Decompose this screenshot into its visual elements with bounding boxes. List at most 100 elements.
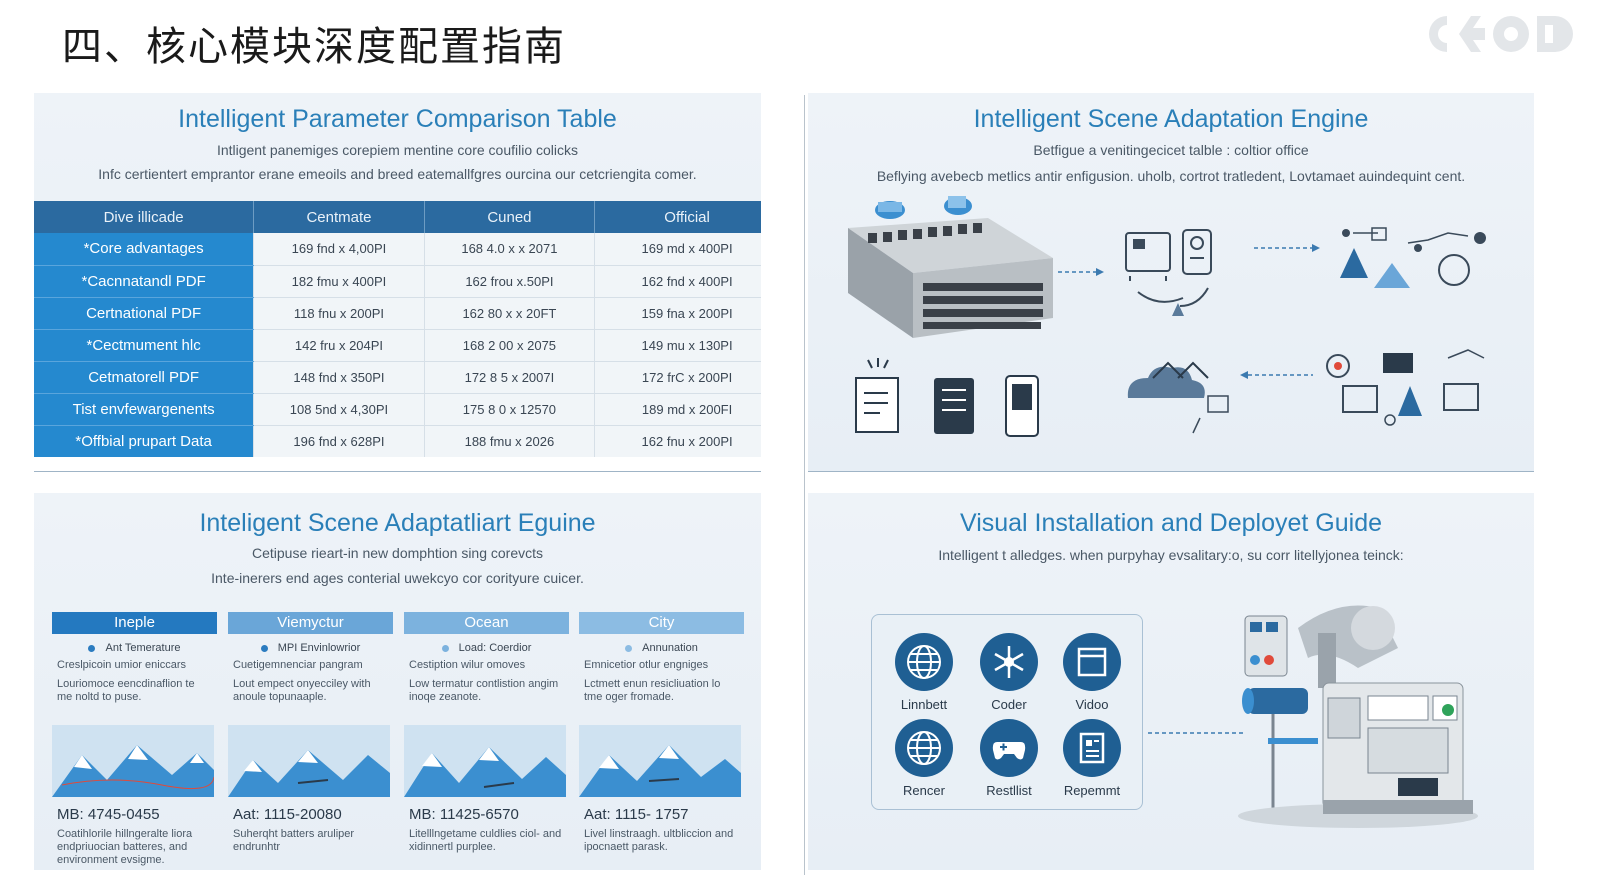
scene-metric: MPI Envinlowrior [228, 642, 393, 654]
scene-metric: Load: Coerdior [404, 642, 569, 654]
row-label: Certnational PDF [34, 297, 255, 330]
scene-header: Ocean [404, 612, 569, 634]
scene-column: Ineple Ant Temerature Creslpicoin umior … [52, 612, 217, 870]
module-item[interactable]: Repemmt [1052, 719, 1132, 798]
scene-line: Cuetigemnenciar pangram [233, 659, 363, 671]
panel-description: Beflying avebecb metlics antir enfigusio… [876, 168, 1466, 184]
module-item[interactable]: Coder [969, 633, 1049, 712]
monitoring-cluster-icon [1326, 349, 1485, 426]
table-cell: 168 4.0 x x 2071 [424, 233, 596, 266]
panel-description: Inte-inerers end ages conterial uwekcyo … [211, 570, 584, 586]
column-header: Centmate [253, 201, 425, 233]
panel-subtitle: Cetipuse rieart-in new domphtion sing co… [251, 545, 544, 561]
table-cell: 118 fnu x 200PI [253, 297, 425, 330]
cloud-house-icon [1127, 361, 1229, 434]
table-cell: 169 fnd x 4,00PI [253, 233, 425, 266]
scene-stat: Aat: 1115-20080 [233, 806, 342, 823]
scene-stat: MB: 4745-0455 [57, 806, 160, 823]
panel-subtitle: Intelligent t alledges. when purpyhay ev… [938, 547, 1404, 563]
table-cell: 168 2 00 x 2075 [424, 329, 596, 362]
scene-engine-panel: Intelligent Scene Adaptation Engine Betf… [808, 93, 1534, 471]
scene-metric-label: Annunation [642, 642, 698, 654]
column-header: Dive illicade [34, 201, 255, 233]
scene-stat: Aat: 1115- 1757 [584, 806, 689, 823]
divider-line [808, 471, 1534, 472]
snowflake-icon [980, 633, 1038, 691]
module-item[interactable]: Linnbett [884, 633, 964, 712]
table-cell: 159 fna x 200PI [594, 297, 761, 330]
module-label: Coder [991, 697, 1027, 712]
table-cell: 148 fnd x 350PI [253, 361, 425, 394]
parameter-table: Dive illicade Centmate Cuned Official *C… [34, 201, 761, 457]
panel-title: Inteligent Scene Adaptatliart Eguine [199, 509, 596, 537]
table-cell: 162 frou x.50PI [424, 265, 596, 298]
panel-title: Intelligent Scene Adaptation Engine [973, 105, 1369, 133]
row-label: *Offbial prupart Data [34, 425, 255, 457]
column-header: Official [594, 201, 761, 233]
table-cell: 162 fnu x 200PI [594, 425, 761, 457]
bullet-dot-icon [625, 644, 633, 652]
panel-subtitle: Betfigue a venitingecicet talble : colti… [1033, 142, 1309, 158]
industrial-machine-illustration [1148, 605, 1478, 828]
module-icon-grid: Linnbett Coder Vidoo Rencer Restllist [871, 614, 1143, 810]
scene-column: Ocean Load: Coerdior Cestiption wilur om… [404, 612, 569, 870]
module-item[interactable]: Rencer [884, 719, 964, 798]
module-label: Rencer [903, 783, 945, 798]
vertical-divider [804, 95, 805, 875]
network-cluster-icon [1340, 227, 1486, 288]
engine-diagram [848, 196, 1486, 437]
mountain-landscape-icon [228, 725, 390, 797]
table-cell: 149 mu x 130PI [594, 329, 761, 362]
table-header-row: Dive illicade Centmate Cuned Official [34, 201, 761, 233]
column-header: Cuned [424, 201, 596, 233]
scene-metric-label: MPI Envinlowrior [277, 642, 361, 654]
scene-stat: MB: 11425-6570 [409, 806, 519, 823]
mountain-landscape-icon [579, 725, 741, 797]
scene-description: Livel linstraagh. ultbliccion and ipocna… [584, 828, 734, 853]
table-cell: 162 80 x x 20FT [424, 297, 596, 330]
module-item[interactable]: Restllist [969, 719, 1049, 798]
scene-metric-label: Ant Temerature [105, 642, 181, 654]
scene-line: Emnicetior otlur engniges [584, 659, 709, 671]
table-cell: 162 fnd x 400PI [594, 265, 761, 298]
scene-metric: Ant Temerature [52, 642, 217, 654]
row-label: Cetmatorell PDF [34, 361, 255, 394]
scene-line: Creslpicoin umior eniccars [57, 659, 186, 671]
bullet-dot-icon [441, 644, 449, 652]
table-cell: 196 fnd x 628PI [253, 425, 425, 457]
scene-header: City [579, 612, 744, 634]
scene-line: Cestiption wilur omoves [409, 659, 526, 671]
table-cell: 142 fru x 204PI [253, 329, 425, 362]
module-item[interactable]: Vidoo [1052, 633, 1132, 712]
panel-title: Visual Installation and Deployet Guide [959, 509, 1383, 537]
scene-text: Lout empect onyecciley with anoule topun… [233, 678, 371, 703]
install-guide-panel: Visual Installation and Deployet Guide I… [808, 493, 1534, 870]
scene-text: Louriomoce eencdinaflion te me noltd to … [57, 678, 195, 703]
brand-logo [1429, 16, 1573, 52]
table-cell: 108 5nd x 4,30PI [253, 393, 425, 426]
globe-icon [895, 633, 953, 691]
scene-description: Coatihlorile hillngeralte liora endpriuo… [57, 828, 193, 866]
row-label: Tist envfewargenents [34, 393, 255, 426]
scene-description: Litelllngetame culdlies ciol- and xidinn… [409, 828, 562, 853]
globe-icon [895, 719, 953, 777]
scene-column: Viemyctur MPI Envinlowrior Cuetigemnenci… [228, 612, 393, 870]
scene-text: Low termatur contlistion angim inoqe zea… [409, 678, 559, 703]
panel-subtitle: Intligent panemiges corepiem mentine cor… [216, 142, 579, 158]
row-label: *Core advantages [34, 233, 255, 266]
mountain-landscape-icon [404, 725, 566, 797]
bullet-dot-icon [260, 644, 268, 652]
table-cell: 182 fmu x 400PI [253, 265, 425, 298]
window-icon [1063, 633, 1121, 691]
table-cell: 175 8 0 x 12570 [424, 393, 596, 426]
page-title: 四、核心模块深度配置指南 [62, 24, 566, 70]
table-cell: 169 md x 400PI [594, 233, 761, 266]
table-cell: 172 frC x 200PI [594, 361, 761, 394]
table-cell: 188 fmu x 2026 [424, 425, 596, 457]
row-label: *Cacnnatandl PDF [34, 265, 255, 298]
